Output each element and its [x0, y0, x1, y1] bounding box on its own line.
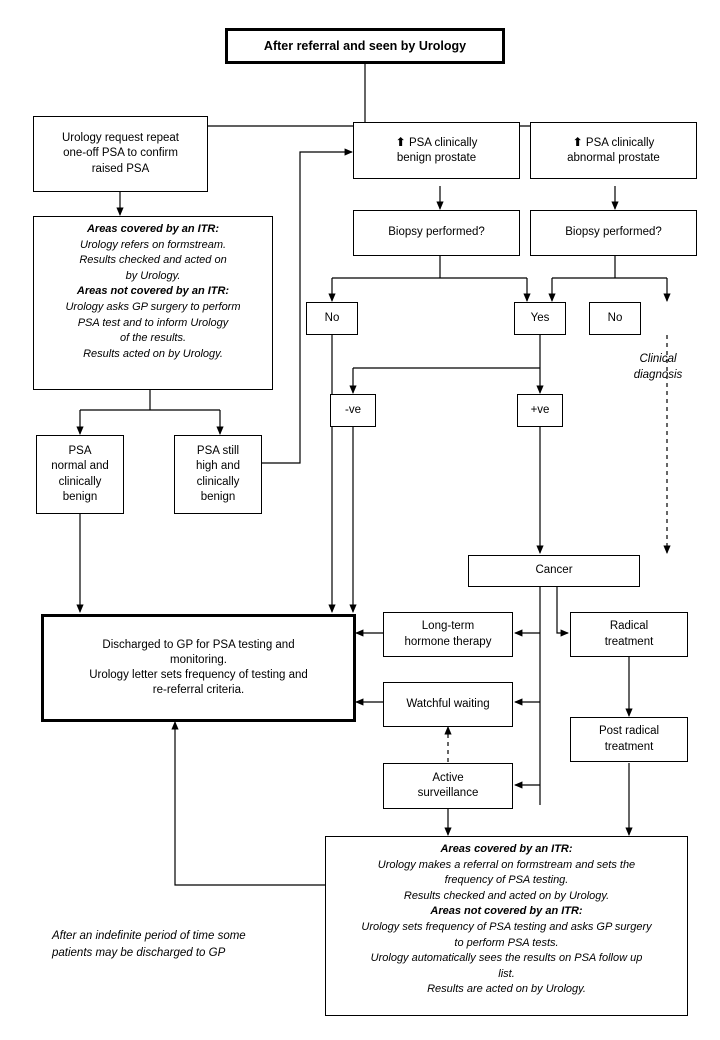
node-active-surveillance-label: Active surveillance: [417, 771, 479, 799]
node-urology-request-repeat-label: Urology request repeat one-off PSA to co…: [62, 132, 179, 175]
node-long-term-hormone-therapy[interactable]: Long-term hormone therapy: [383, 612, 513, 657]
itr-top-line-2: Results checked and acted on: [79, 254, 227, 267]
node-discharged-to-gp-label: Discharged to GP for PSA testing and mon…: [89, 638, 308, 697]
node-radical-treatment-label: Radical treatment: [604, 620, 654, 648]
up-arrow-icon: ⬆: [395, 134, 406, 149]
edge-cancer-to-radical: [556, 587, 569, 637]
node-negative-biopsy[interactable]: -ve: [330, 394, 376, 427]
node-psa-clinically-benign[interactable]: ⬆ PSA clinically benign prostate: [353, 122, 520, 179]
itr-top-heading-not-covered: Areas not covered by an ITR:: [76, 285, 230, 298]
itr-top-line-3: by Urology.: [125, 269, 181, 282]
itr-bottom-line-4: Urology sets frequency of PSA testing an…: [361, 921, 652, 934]
node-negative-biopsy-label: -ve: [345, 403, 361, 416]
node-biopsy-performed-right[interactable]: Biopsy performed?: [530, 210, 697, 256]
node-hormone-label: Long-term hormone therapy: [404, 620, 492, 648]
node-start[interactable]: After referral and seen by Urology: [225, 28, 505, 64]
node-biopsy-performed-left-label: Biopsy performed?: [388, 226, 485, 239]
node-psa-still-high-clinically-benign[interactable]: PSA still high and clinically benign: [174, 435, 262, 514]
itr-bottom-line-1: Urology makes a referral on formstream a…: [377, 858, 636, 871]
itr-bottom-line-2: frequency of PSA testing.: [444, 874, 569, 887]
node-yes-label: Yes: [530, 311, 550, 324]
itr-top-line-7: Results acted on by Urology.: [83, 347, 223, 360]
node-active-surveillance[interactable]: Active surveillance: [383, 763, 513, 809]
node-no-left[interactable]: No: [306, 302, 358, 335]
node-post-radical-treatment[interactable]: Post radical treatment: [570, 717, 688, 762]
itr-bottom-heading-not-covered: Areas not covered by an ITR:: [430, 905, 583, 918]
node-psa-normal-label: PSA normal and clinically benign: [51, 445, 109, 503]
itr-top-line-5: PSA test and to inform Urology: [77, 316, 229, 329]
node-psa-normal-clinically-benign[interactable]: PSA normal and clinically benign: [36, 435, 124, 514]
node-no-left-label: No: [324, 311, 340, 324]
node-cancer-label: Cancer: [535, 564, 573, 577]
node-biopsy-performed-left[interactable]: Biopsy performed?: [353, 210, 520, 256]
up-arrow-icon: ⬆: [572, 134, 583, 149]
itr-bottom-line-7: list.: [498, 967, 515, 980]
itr-bottom-line-3: Results checked and acted on by Urology.: [403, 889, 610, 902]
node-biopsy-performed-right-label: Biopsy performed?: [565, 226, 662, 239]
label-clinical-diagnosis: Clinical diagnosis: [633, 353, 683, 381]
node-urology-request-repeat[interactable]: Urology request repeat one-off PSA to co…: [33, 116, 208, 192]
node-watchful-waiting-label: Watchful waiting: [406, 697, 490, 710]
node-itr-bottom[interactable]: Areas covered by an ITR: Urology makes a…: [325, 836, 688, 1016]
itr-bottom-line-6: Urology automatically sees the results o…: [370, 952, 643, 965]
node-psa-still-high-label: PSA still high and clinically benign: [195, 445, 241, 503]
node-radical-treatment[interactable]: Radical treatment: [570, 612, 688, 657]
node-psa-clinically-abnormal[interactable]: ⬆ PSA clinically abnormal prostate: [530, 122, 697, 179]
itr-top-line-6: of the results.: [119, 332, 187, 345]
node-psa-clinically-benign-label: ⬆ PSA clinically benign prostate: [395, 134, 478, 164]
node-positive-biopsy-label: +ve: [530, 403, 550, 416]
itr-top-heading-covered: Areas covered by an ITR:: [86, 223, 220, 235]
node-no-right-label: No: [607, 311, 623, 324]
node-psa-clinically-abnormal-label: ⬆ PSA clinically abnormal prostate: [567, 134, 660, 164]
node-positive-biopsy[interactable]: +ve: [517, 394, 563, 427]
itr-bottom-heading-covered: Areas covered by an ITR:: [440, 843, 573, 855]
node-watchful-waiting[interactable]: Watchful waiting: [383, 682, 513, 727]
itr-top-line-1: Urology refers on formstream.: [79, 238, 227, 251]
node-post-radical-treatment-label: Post radical treatment: [598, 725, 660, 753]
node-start-label: After referral and seen by Urology: [263, 38, 467, 53]
footnote-indefinite-period: After an indefinite period of time some …: [52, 930, 246, 959]
edge-itr-bottom-to-discharged: [171, 721, 325, 886]
itr-top-line-4: Urology asks GP surgery to perform: [65, 301, 241, 314]
node-discharged-to-gp[interactable]: Discharged to GP for PSA testing and mon…: [41, 614, 356, 722]
node-cancer[interactable]: Cancer: [468, 555, 640, 587]
itr-bottom-line-5: to perform PSA tests.: [454, 936, 559, 949]
node-itr-top[interactable]: Areas covered by an ITR: Urology refers …: [33, 216, 273, 390]
node-yes[interactable]: Yes: [514, 302, 566, 335]
itr-bottom-line-8: Results are acted on by Urology.: [427, 983, 586, 996]
node-no-right[interactable]: No: [589, 302, 641, 335]
